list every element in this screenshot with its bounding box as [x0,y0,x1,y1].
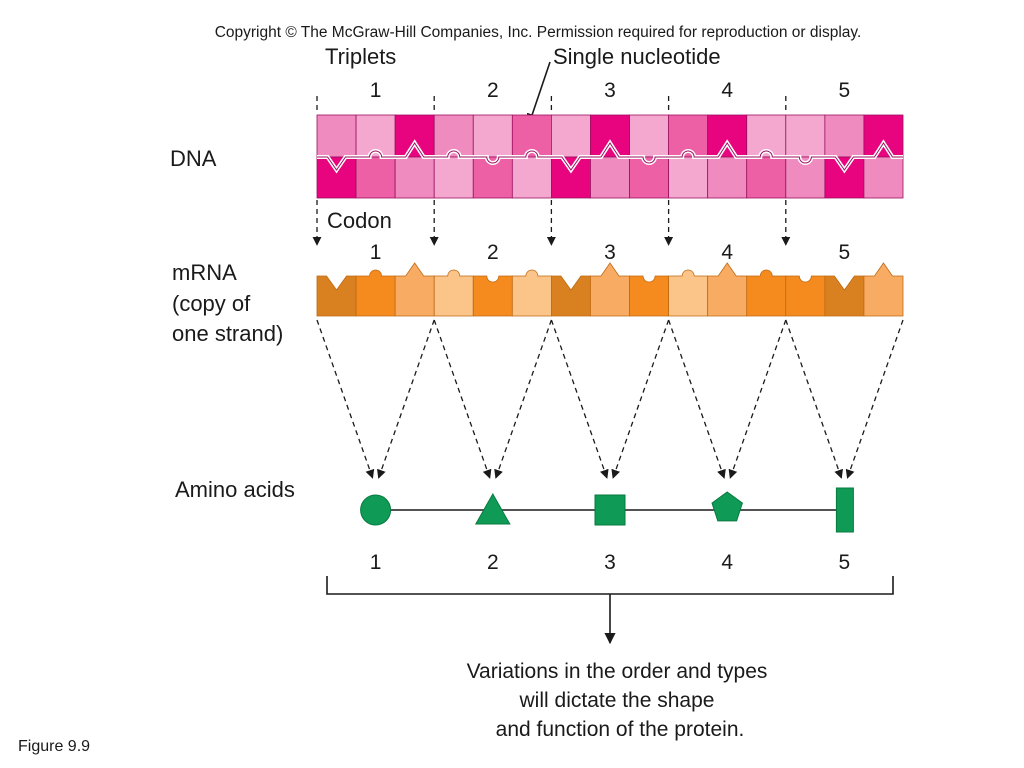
single-nucleotide-label: Single nucleotide [553,44,721,69]
mrna-nucleotide [316,275,357,317]
dna-top-nucleotide [707,114,748,158]
mrna-nucleotide [472,275,513,317]
dna-bottom-nucleotide [551,156,591,199]
dna-top-nucleotide [785,114,826,158]
codon-number: 3 [604,241,616,264]
dna-bottom-nucleotide [590,156,630,199]
amino-acid-number: 1 [370,551,382,574]
mrna-nucleotide [785,275,826,317]
codon-number: 5 [839,241,851,264]
codon-number: 2 [487,241,499,264]
amino-acid-numbers: 1 2 3 4 5 [370,551,850,574]
triplet-number: 3 [604,79,616,102]
caption-line-3: and function of the protein. [496,718,745,741]
dna-bottom-nucleotide [511,156,552,199]
mrna-nucleotide [590,262,630,317]
amino-acid-number: 4 [721,551,733,574]
codon-number: 1 [370,241,382,264]
amino-acids-label: Amino acids [175,477,295,502]
dna-bottom-nucleotide [863,156,904,199]
codon-funnel-line-left [550,319,609,479]
dna-bottom-nucleotide [746,156,787,199]
mrna-label-line-2: (copy of [172,291,251,316]
dna-bottom-nucleotide [668,156,709,199]
mrna-nucleotide [433,269,474,317]
dna-top-nucleotide [316,114,357,158]
mrna-label-line-3: one strand) [172,321,283,346]
codon-funnel-line-left [433,319,492,479]
mrna-nucleotide [355,269,396,317]
amino-acid-number: 5 [839,551,851,574]
amino-acid-square [594,494,626,526]
amino-acid-pentagon [711,491,743,522]
codon-funnel-line-left [785,319,843,479]
codon-funnel-line-right [377,319,435,479]
dna-top-nucleotide [629,114,669,158]
codon-funnel-line-right [845,319,904,479]
amino-acid-rectangle [835,487,854,533]
mrna-nucleotide [394,262,435,317]
protein-bracket [326,576,894,595]
mrna-nucleotide [551,275,591,317]
codon-funnel-line-left [316,319,375,479]
codon-to-amino-acid-arrows [316,319,904,479]
triplet-number: 2 [487,79,499,102]
amino-acid-chain [360,487,854,533]
mrna-nucleotide [863,262,904,317]
codon-numbers: 1 2 3 4 5 [370,241,850,264]
mrna-nucleotide [629,275,669,317]
triplet-number: 4 [721,79,733,102]
dna-top-nucleotide [551,114,591,158]
amino-acid-number: 3 [604,551,616,574]
dna-top-nucleotide [590,114,630,158]
dna-top-nucleotide [472,114,513,158]
codon-funnel-line-right [494,319,553,479]
mrna-nucleotide [746,269,787,317]
mrna-nucleotide [668,269,709,317]
dna-label: DNA [170,146,217,171]
dna-top-nucleotide [863,114,904,158]
dna-top-nucleotide [824,114,865,158]
dna-bottom-nucleotide [824,156,865,199]
caption-line-1: Variations in the order and types [467,660,768,683]
mrna-label-line-1: mRNA [172,260,237,285]
figure-label: Figure 9.9 [18,738,90,755]
dna-bottom-nucleotide [433,156,474,199]
triplet-number: 1 [370,79,382,102]
amino-acid-circle [360,494,392,526]
mrna-nucleotide [824,275,865,317]
dna-bottom-nucleotide [472,156,513,199]
amino-acid-number: 2 [487,551,499,574]
mrna-nucleotide [707,262,748,317]
triplets-label: Triplets [325,44,396,69]
dna-bottom-nucleotide [707,156,748,199]
codon-funnel-line-right [728,319,787,479]
dna-base-pair-junction-outline [317,142,903,171]
dna-double-strand [316,114,904,199]
codon-label: Codon [327,208,392,233]
codon-funnel-line-left [667,319,726,479]
mrna-nucleotide [511,269,552,317]
amino-acid-triangle [474,492,511,525]
codon-funnel-line-right [611,319,670,479]
codon-number: 4 [721,241,733,264]
triplet-boundary-lines [312,96,791,246]
caption-line-2: will dictate the shape [519,689,715,712]
triplet-numbers: 1 2 3 4 5 [370,79,850,102]
dna-top-nucleotide [394,114,435,158]
copyright-notice: Copyright © The McGraw-Hill Companies, I… [215,24,862,41]
dna-bottom-nucleotide [316,156,357,199]
single-nucleotide-pointer [526,61,551,126]
dna-bottom-nucleotide [355,156,396,199]
dna-bottom-nucleotide [394,156,435,199]
triplet-number: 5 [839,79,851,102]
mrna-strand [316,262,904,317]
